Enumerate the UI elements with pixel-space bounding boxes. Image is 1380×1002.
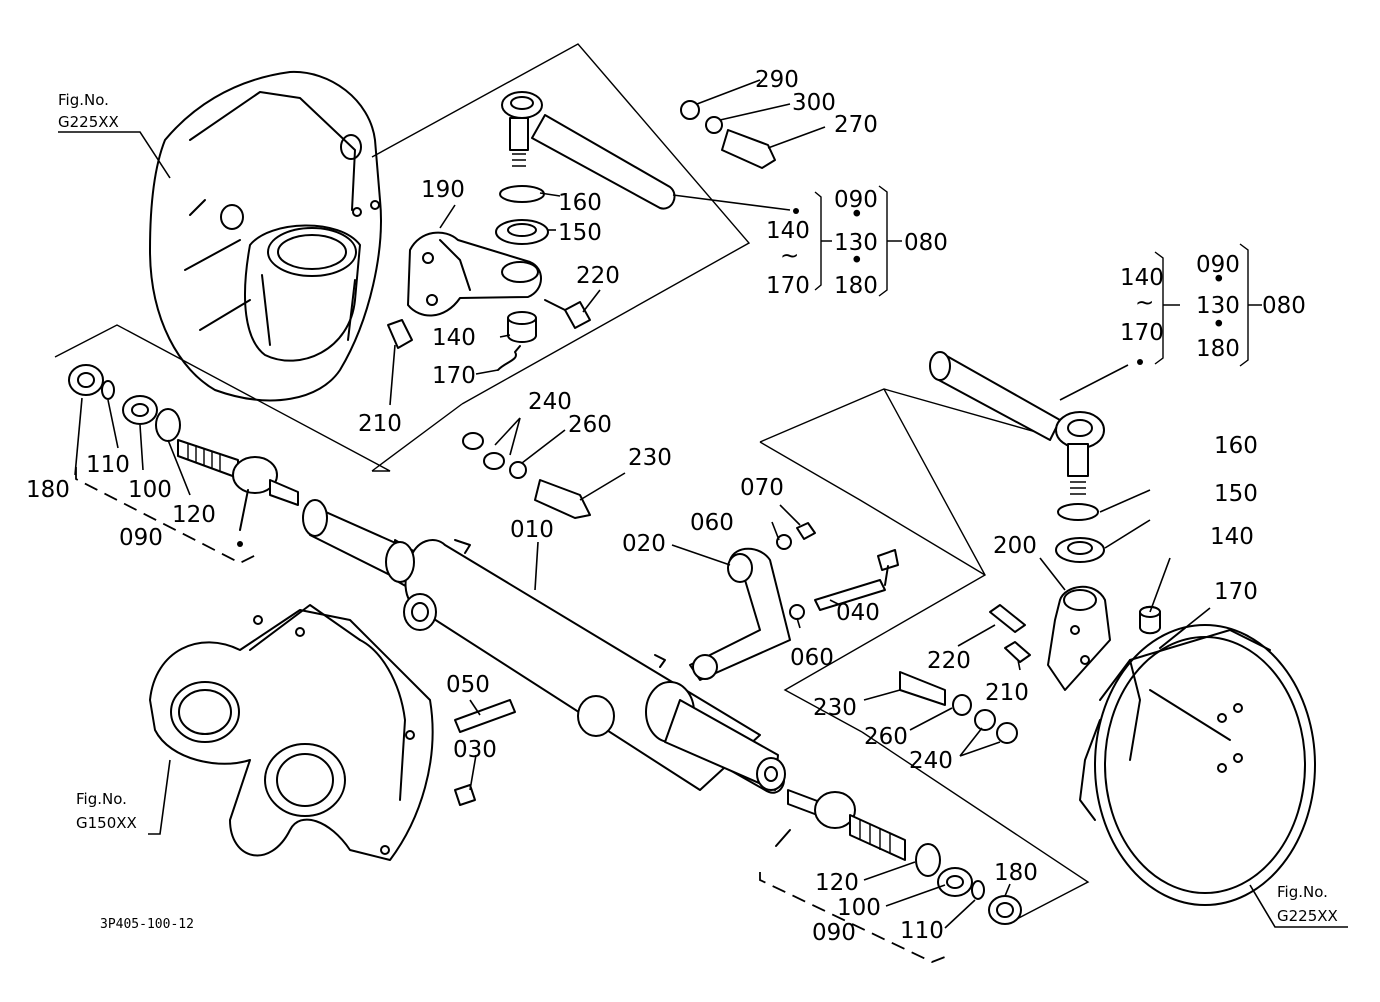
tie-rod-upper	[387, 91, 676, 371]
diagram-code: 3P405-100-12	[100, 917, 194, 932]
tie-rod-lower	[929, 351, 1105, 563]
bracket-brace	[1154, 251, 1180, 365]
bracket-brace	[1239, 243, 1262, 367]
separator-dot: •	[1212, 312, 1226, 338]
part-label-130-top: 130	[834, 230, 878, 256]
part-label-140-right: 140	[1210, 524, 1254, 550]
part-label-270: 270	[834, 112, 878, 138]
part-label-210-right: 210	[985, 680, 1029, 706]
part-label-160: 160	[558, 190, 602, 216]
part-label-140: 140	[432, 325, 476, 351]
fig-label: Fig.No.	[58, 91, 109, 109]
part-label-200: 200	[993, 533, 1037, 559]
part-label-300: 300	[792, 90, 836, 116]
part-label-090-top: 090	[834, 187, 878, 213]
part-label-220-right: 220	[927, 648, 971, 674]
range-symbol: ~	[1135, 290, 1154, 316]
bolt-group-lower	[899, 671, 1018, 744]
part-label-090-right-bottom: 090	[812, 920, 856, 946]
knuckle-arm-190	[407, 231, 542, 317]
fig-code: G225XX	[1277, 907, 1338, 925]
part-label-170-range-right: 170	[1120, 320, 1164, 346]
part-label-260-right: 260	[864, 724, 908, 750]
bracket-020	[689, 522, 899, 681]
fig-label: Fig.No.	[1277, 883, 1328, 901]
fig-label: Fig.No.	[76, 790, 127, 808]
part-label-130-right: 130	[1196, 293, 1240, 319]
part-label-190: 190	[421, 177, 465, 203]
part-label-120-left: 120	[172, 502, 216, 528]
part-label-140-range-top: 140	[766, 218, 810, 244]
fig-ref-bottom-right: Fig.No. G225XX	[1249, 883, 1348, 928]
fig-ref-top-left: Fig.No. G225XX	[58, 91, 171, 179]
part-label-020: 020	[622, 531, 666, 557]
part-label-170-right: 170	[1214, 579, 1258, 605]
part-label-070: 070	[740, 475, 784, 501]
part-label-150: 150	[558, 220, 602, 246]
part-label-100-right: 100	[837, 895, 881, 921]
tie-rod-end-left	[68, 364, 299, 547]
part-label-170-range-top: 170	[766, 273, 810, 299]
part-label-150-right: 150	[1214, 481, 1258, 507]
part-label-160-right: 160	[1214, 433, 1258, 459]
axle-case-g150	[149, 604, 516, 861]
front-axle-housing-left	[149, 70, 382, 402]
fig-code: G150XX	[76, 814, 137, 832]
part-label-110-right: 110	[900, 918, 944, 944]
part-label-010: 010	[510, 517, 554, 543]
part-label-030: 030	[453, 737, 497, 763]
front-axle-housing-right	[1079, 624, 1316, 906]
part-label-240: 240	[528, 389, 572, 415]
knuckle-arm-200	[989, 585, 1186, 691]
bracket-brace	[878, 185, 902, 297]
part-label-060-top: 060	[690, 510, 734, 536]
assembly-frames	[54, 43, 1090, 963]
part-label-040: 040	[836, 600, 880, 626]
part-label-220: 220	[576, 263, 620, 289]
part-label-120-right: 120	[815, 870, 859, 896]
part-label-180-top: 180	[834, 273, 878, 299]
part-label-170: 170	[432, 363, 476, 389]
part-label-110-left: 110	[86, 452, 130, 478]
separator-dot: •	[1212, 267, 1226, 293]
part-label-230-right: 230	[813, 695, 857, 721]
leader-lines	[74, 79, 1211, 929]
part-label-180-left: 180	[26, 477, 70, 503]
part-label-050: 050	[446, 672, 490, 698]
tie-rod-end-right	[775, 789, 1022, 925]
part-label-240-right: 240	[909, 748, 953, 774]
bracket-brace	[814, 191, 832, 291]
part-label-100-left: 100	[128, 477, 172, 503]
part-label-180-right: 180	[994, 860, 1038, 886]
part-label-090-right: 090	[1196, 252, 1240, 278]
part-label-260: 260	[568, 412, 612, 438]
bolt-group-upper	[462, 100, 776, 519]
separator-dot: •	[850, 248, 864, 274]
part-label-210: 210	[358, 411, 402, 437]
separator-dot: •	[850, 202, 864, 228]
fig-code: G225XX	[58, 113, 119, 131]
fig-ref-bottom-left: Fig.No. G150XX	[76, 759, 171, 835]
part-label-080-top: 080	[904, 230, 948, 256]
part-label-080-right: 080	[1262, 293, 1306, 319]
steering-cylinder-010	[302, 499, 786, 794]
part-label-060-bottom: 060	[790, 645, 834, 671]
part-label-230: 230	[628, 445, 672, 471]
part-label-180-right: 180	[1196, 336, 1240, 362]
part-label-090-left: 090	[119, 525, 163, 551]
part-label-140-range-right: 140	[1120, 265, 1164, 291]
range-symbol: ~	[780, 243, 799, 269]
part-labels: 290 300 270 190 160 150 220 140 170 210 …	[26, 67, 1306, 946]
part-label-290: 290	[755, 67, 799, 93]
